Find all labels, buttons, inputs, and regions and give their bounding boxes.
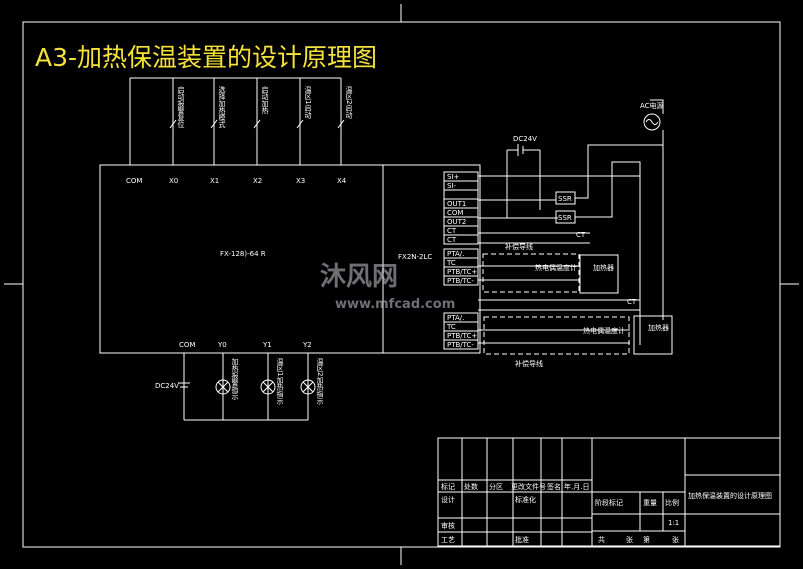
output-label: 温区2加热指示: [316, 357, 324, 404]
ct-label: CT: [627, 298, 637, 306]
tb-page: 第: [643, 535, 650, 544]
module-terminal-label: PTA/.: [447, 250, 464, 258]
watermark-brand: 沐风网: [320, 262, 399, 292]
output-label: 温区1加热指示: [276, 357, 284, 404]
lamp-icon: [217, 381, 229, 393]
switch-contact-icon: [169, 119, 177, 129]
module-terminal: [443, 234, 479, 245]
input-label: 温区1启动: [304, 85, 312, 119]
plc-model: FX-128)-64 R: [220, 250, 266, 258]
input-terminal-label: X0: [169, 177, 178, 185]
input-terminal-label: X4: [337, 177, 347, 185]
module-terminal-label: CT: [447, 227, 457, 235]
tb-header: 年.月.日: [564, 482, 589, 491]
input-terminal-label: X1: [210, 177, 219, 185]
tb-weight: 重量: [643, 499, 657, 507]
lamp-icon: [260, 379, 276, 395]
tb-craft: 工艺: [441, 536, 455, 544]
drawing-frame: [4, 4, 799, 565]
input-terminal-label: COM: [126, 177, 142, 185]
lamp-icon: [215, 379, 231, 395]
module-model: FX2N-2LC: [398, 253, 432, 261]
switch-contact-icon: [337, 119, 345, 129]
lamp-icon: [300, 379, 316, 395]
output-terminal-label: Y1: [262, 341, 272, 349]
switch-contact-icon: [296, 119, 304, 129]
tb-header: 处数: [464, 482, 478, 491]
output-terminal-label: Y2: [302, 341, 312, 349]
module-terminal-label: COM: [447, 209, 463, 217]
lamp-icon: [302, 381, 314, 393]
tb-header: 签名: [547, 482, 561, 491]
thermocouple-label: 热电偶温度计: [583, 326, 625, 335]
switch-contact-icon: [210, 119, 218, 129]
input-terminal-label: X3: [296, 177, 305, 185]
tb-approve: 批准: [515, 535, 529, 544]
module-terminal-label: SI-: [447, 182, 457, 190]
module-terminal: [443, 189, 479, 200]
power-circuit: DC24V SSR SSR AC电源 CT CT 热电偶温度计 热电偶温度计 加…: [478, 99, 673, 368]
output-label: 加热报警指示: [231, 357, 239, 400]
dc-label: DC24V: [513, 135, 537, 143]
ct-label: CT: [576, 231, 586, 239]
tb-standard: 标准化: [515, 495, 536, 504]
input-label: 启动报警复位: [177, 85, 185, 128]
temperature-module: FX2N-2LC SI+SI-OUT1COMOUT2CTCTPTA/.TCPTB…: [382, 164, 481, 354]
module-terminal: [443, 339, 479, 350]
tb-total: 共: [598, 535, 605, 544]
tb-scale-label: 比例: [665, 498, 679, 507]
plc-block: FX-128)-64 R COM X0 启动报警复位 X1 选择加热模式 X2 启动加热 X3…: [99, 77, 384, 421]
drawing-title: A3-加热保温装置的设计原理图: [35, 43, 378, 72]
thermocouple-label: 热电偶温度计: [535, 263, 577, 272]
heater-label: 加热器: [648, 323, 669, 332]
switch-contact-icon: [253, 119, 261, 129]
cable-label: 补偿导线: [505, 242, 533, 251]
input-label: 温区2启动: [345, 85, 353, 119]
ssr-label: SSR: [558, 195, 572, 203]
plc-supply-label: DC24V: [155, 382, 179, 390]
ssr-label: SSR: [558, 214, 572, 222]
input-terminal-label: X2: [253, 177, 262, 185]
module-terminal-label: PTB/TC-: [447, 277, 474, 285]
module-terminal-label: OUT2: [447, 218, 466, 226]
tb-sheets: 张: [626, 535, 633, 544]
tb-drawing-name: 加热保温装置的设计原理图: [688, 491, 772, 500]
tb-scale: 1:1: [668, 519, 679, 527]
module-terminal-label: SI+: [447, 173, 460, 181]
watermark-url: www.mfcad.com: [335, 297, 456, 312]
output-terminal-label: COM: [179, 341, 195, 349]
module-terminal-label: PTA/.: [447, 314, 464, 322]
heater-label: 加热器: [593, 263, 614, 272]
tb-header: 标记: [441, 482, 455, 491]
ac-label: AC电源: [640, 101, 664, 110]
module-terminal-label: PTB/TC+: [447, 268, 477, 276]
lamp-icon: [262, 381, 274, 393]
tb-header: 更改文件号: [511, 482, 546, 491]
output-terminal-label: Y0: [217, 341, 227, 349]
module-terminal-label: PTB/TC+: [447, 332, 477, 340]
tb-stage: 阶段标记: [595, 498, 623, 507]
cable-label: 补偿导线: [515, 359, 543, 368]
module-terminal-label: TC: [446, 323, 456, 331]
title-block: 标记 处数 分区 更改文件号 签名 年.月.日 设计 标准化 审核 工艺 批准 …: [437, 437, 781, 547]
tb-design: 设计: [441, 495, 455, 504]
tb-sheet2: 张: [672, 535, 679, 544]
tb-review: 审核: [441, 521, 455, 530]
input-label: 选择加热模式: [218, 85, 226, 128]
tb-header: 分区: [489, 482, 503, 491]
ac-source-icon: [643, 113, 661, 131]
module-terminal-label: OUT1: [447, 200, 466, 208]
module-terminal-label: PTB/TC-: [447, 341, 474, 349]
input-label: 启动加热: [261, 85, 269, 115]
module-terminal-label: TC: [446, 259, 456, 267]
module-terminal-label: CT: [447, 236, 457, 244]
